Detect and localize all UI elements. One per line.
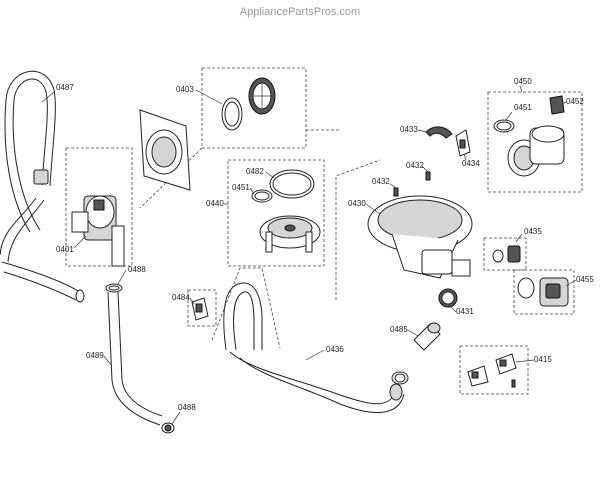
label-0435: 0435	[524, 227, 542, 236]
group-box-0435	[483, 237, 527, 271]
label-0430: 0430	[348, 199, 366, 208]
label-0432-left: 0432	[372, 177, 390, 186]
label-0484: 0484	[172, 293, 190, 302]
label-0487: 0487	[56, 83, 74, 92]
label-0433: 0433	[400, 125, 418, 134]
part-0415-bracket-set[interactable]	[467, 353, 517, 388]
label-0451-right: 0451	[514, 103, 532, 112]
label-0403: 0403	[176, 85, 194, 94]
part-0455-heater-pump[interactable]	[517, 277, 569, 307]
group-box-0440	[227, 159, 325, 267]
label-0431: 0431	[456, 307, 474, 316]
label-0451-left: 0451	[232, 183, 250, 192]
label-0440: 0440	[206, 199, 224, 208]
watermark-text: AppliancePartsPros.com	[240, 6, 360, 18]
label-0485: 0485	[390, 325, 408, 334]
label-0452: 0452	[566, 97, 584, 106]
part-0430-sump-assembly[interactable]	[367, 195, 473, 308]
label-0450: 0450	[514, 77, 532, 86]
label-0434: 0434	[462, 159, 480, 168]
part-0433-bracket[interactable]	[425, 126, 453, 139]
part-0432-screw-left[interactable]	[393, 187, 399, 197]
part-0451-pump-seal[interactable]	[493, 119, 515, 133]
part-0435-sensor[interactable]	[492, 245, 521, 263]
part-0432-screw-top[interactable]	[425, 171, 431, 181]
part-0401-drain-pump[interactable]	[71, 195, 125, 267]
label-0489: 0489	[86, 351, 104, 360]
label-0488-bottom: 0488	[178, 403, 196, 412]
label-0432-top: 0432	[406, 161, 424, 170]
part-0436-circulation-hose[interactable]	[223, 282, 409, 413]
part-0451-seal-ring[interactable]	[251, 189, 273, 203]
group-box-0455	[513, 269, 575, 315]
label-0488-top: 0488	[128, 265, 146, 274]
part-0485-connector[interactable]	[413, 322, 441, 351]
label-0401: 0401	[56, 245, 74, 254]
part-0488-hose-clamp-top[interactable]	[105, 283, 123, 293]
part-0488-hose-clamp-bottom[interactable]	[161, 422, 175, 434]
label-0482: 0482	[246, 167, 264, 176]
label-0436: 0436	[326, 345, 344, 354]
group-box-0415	[459, 345, 529, 395]
group-box-0450	[487, 91, 583, 193]
part-0487-drain-hose[interactable]	[0, 70, 85, 303]
part-0484-clip[interactable]	[191, 297, 209, 321]
group-box-0403	[201, 67, 307, 149]
part-0450-circulation-pump[interactable]	[507, 125, 565, 177]
part-0482-gasket[interactable]	[269, 169, 315, 199]
part-0452-clip[interactable]	[549, 95, 565, 115]
part-0440-heater-base[interactable]	[259, 215, 321, 253]
label-0455: 0455	[576, 275, 594, 284]
part-0434-latch[interactable]	[455, 129, 471, 157]
part-0489-hose[interactable]	[107, 291, 163, 426]
part-mounting-plate	[139, 109, 191, 191]
label-0415: 0415	[534, 355, 552, 364]
part-0403-check-valve[interactable]	[221, 77, 276, 131]
